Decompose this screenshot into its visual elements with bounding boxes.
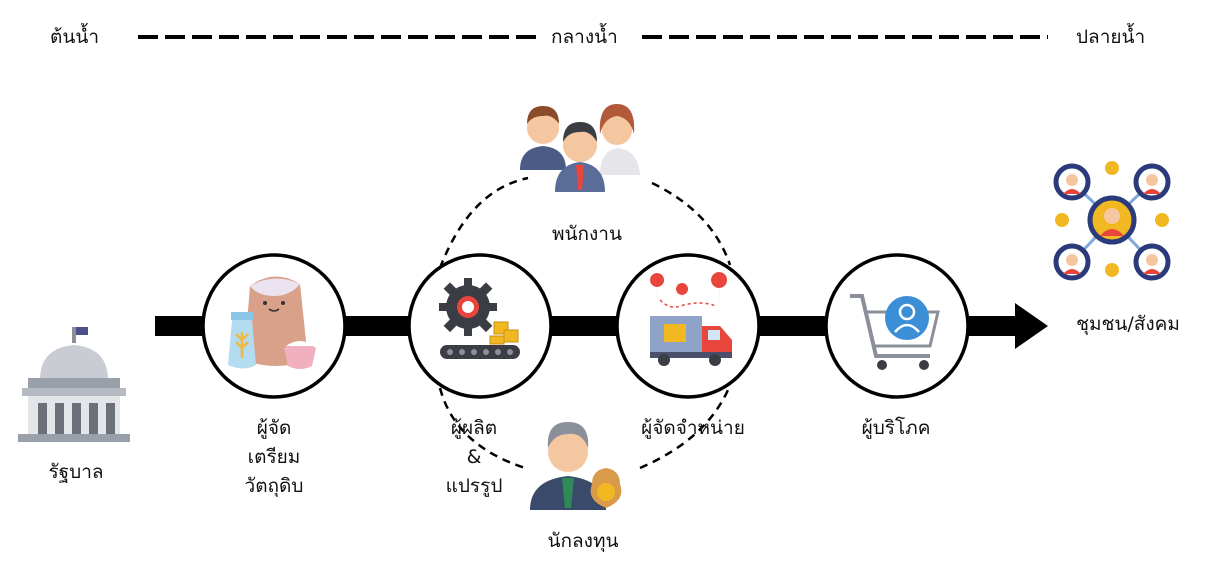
consumer-label: ผู้บริโภค <box>861 417 931 439</box>
raw-material-icon <box>228 276 316 369</box>
raw-material-label-line2: เตรียม <box>247 446 301 468</box>
main-flow-arrowhead <box>1015 303 1048 349</box>
community-label: ชุมชน/สังคม <box>1076 313 1180 335</box>
midstream-label: กลางน้ำ <box>551 26 618 48</box>
gear-conveyor-icon <box>439 278 520 359</box>
government-building-icon <box>18 327 130 442</box>
raw-material-label-line3: วัตถุดิบ <box>244 475 304 497</box>
employees-connector <box>438 176 732 269</box>
community-network-icon <box>1053 161 1171 281</box>
delivery-truck-icon <box>650 272 732 366</box>
investors-label: นักลงทุน <box>547 530 619 552</box>
government-label: รัฐบาล <box>48 461 104 483</box>
main-flow-arrow-shaft <box>155 316 1020 336</box>
raw-material-label: ผู้จัด เตรียม วัตถุดิบ <box>224 414 324 501</box>
manufacturer-label: ผู้ผลิต & แปรรูป <box>424 414 524 501</box>
shopping-cart-icon <box>850 294 940 370</box>
manufacturer-label-line1: ผู้ผลิต <box>450 417 498 439</box>
manufacturer-label-line2: & <box>466 446 482 468</box>
downstream-label: ปลายน้ำ <box>1076 26 1146 48</box>
investors-connector <box>438 387 730 470</box>
manufacturer-label-line3: แปรรูป <box>445 475 503 497</box>
raw-material-label-line1: ผู้จัด <box>256 417 292 439</box>
employees-icon <box>520 104 640 192</box>
investor-icon <box>530 422 622 510</box>
employees-label: พนักงาน <box>552 223 622 245</box>
upstream-label: ต้นน้ำ <box>50 26 99 48</box>
distributor-label: ผู้จัดจำหน่าย <box>641 417 745 439</box>
